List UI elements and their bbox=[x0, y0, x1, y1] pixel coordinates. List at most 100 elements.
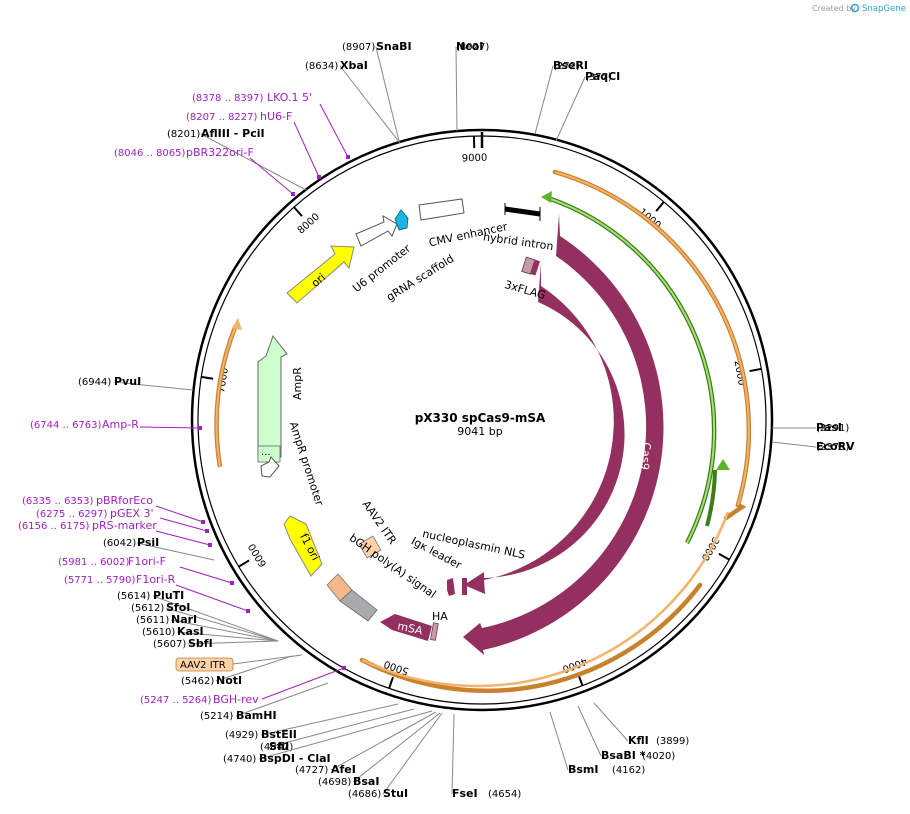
primer-name: hU6-F bbox=[260, 110, 292, 123]
restriction-site[interactable]: BseRI(272) bbox=[534, 59, 588, 135]
restriction-site[interactable]: PsiI(6042) bbox=[103, 536, 215, 561]
restriction-site[interactable]: KflI(3899) bbox=[593, 702, 689, 747]
restriction-site[interactable]: XbaI(8634) bbox=[305, 59, 401, 144]
orf-arc-green-inner[interactable] bbox=[705, 469, 717, 527]
primer-site[interactable]: pBRforEco(6335 .. 6353) bbox=[22, 494, 205, 524]
restriction-site[interactable]: PaqCI(377) bbox=[555, 70, 620, 142]
primer-site[interactable]: BGH-rev(5247 .. 5264) bbox=[140, 666, 346, 706]
flag-feature[interactable] bbox=[521, 256, 536, 275]
primer-site[interactable]: pBR322ori-F(8046 .. 8065) bbox=[114, 146, 295, 196]
cas9-outer-arrow[interactable] bbox=[463, 214, 664, 655]
site-position: (5610) bbox=[142, 627, 175, 638]
restriction-site[interactable]: PvuI(6944) bbox=[78, 375, 194, 391]
primer-position: (5247 .. 5264) bbox=[140, 695, 212, 706]
site-leader-line bbox=[200, 133, 307, 191]
primer-leader-line bbox=[139, 426, 201, 429]
primer-site[interactable]: pRS-marker(6156 .. 6175) bbox=[18, 519, 212, 547]
restriction-site[interactable]: EcoRV(2375) bbox=[771, 440, 855, 453]
restriction-site[interactable]: SfiI(4842) bbox=[260, 708, 415, 753]
primer-site[interactable]: hU6-F(8207 .. 8227) bbox=[186, 110, 321, 179]
restriction-site[interactable]: SbfI(5607) bbox=[153, 637, 279, 650]
site-leader-line bbox=[260, 703, 399, 736]
primer-site[interactable]: Amp-R(6744 .. 6763) bbox=[30, 418, 202, 431]
restriction-site[interactable]: NotI(5462) bbox=[181, 655, 293, 687]
restriction-sites: SnaBI(8907) NcoI(8927) XbaI(8634) BseRI(272… bbox=[78, 40, 855, 800]
restriction-site[interactable]: SfoI(5612) bbox=[131, 601, 279, 642]
primer-leader-line bbox=[261, 667, 345, 700]
primer-marker bbox=[201, 520, 205, 524]
primer-marker bbox=[342, 666, 346, 670]
restriction-site[interactable]: BamHI(5214) bbox=[200, 682, 329, 722]
restriction-site[interactable]: StuI(4686) bbox=[348, 712, 443, 800]
restriction-site[interactable]: AfeI(4727) bbox=[295, 711, 437, 776]
site-name: BstEII bbox=[261, 728, 297, 741]
restriction-site[interactable]: NcoI(8927) bbox=[455, 40, 489, 132]
restriction-site[interactable]: PluTI(5614) bbox=[117, 589, 279, 642]
ampr-promoter-feature[interactable] bbox=[260, 456, 280, 478]
primer-leader-line bbox=[179, 566, 233, 584]
primer-leader-line bbox=[155, 530, 211, 546]
site-leader-line bbox=[593, 702, 629, 742]
restriction-site[interactable]: BsaBI *(4020) bbox=[577, 705, 675, 762]
nls-feature[interactable] bbox=[462, 578, 467, 595]
site-position: (4740) bbox=[223, 754, 256, 765]
site-name: SbfI bbox=[188, 637, 213, 650]
restriction-site[interactable]: BsmI(4162) bbox=[549, 711, 645, 776]
site-name: BsaBI * bbox=[601, 749, 646, 762]
orf-arc-green-inner-head bbox=[716, 459, 730, 470]
restriction-site[interactable]: BspDI - ClaI(4740) bbox=[223, 710, 433, 765]
primer-marker bbox=[246, 609, 250, 613]
restriction-site[interactable]: KasI(5610) bbox=[142, 625, 279, 642]
site-name: PsiI bbox=[137, 536, 159, 549]
restriction-site[interactable]: NarI(5611) bbox=[136, 613, 279, 642]
restriction-site[interactable]: AflIII - PciI(8201) bbox=[167, 127, 307, 191]
primer-name: pRS-marker bbox=[92, 519, 157, 532]
plasmid-length: 9041 bp bbox=[457, 425, 502, 438]
u6-promoter-feature[interactable] bbox=[355, 215, 398, 247]
site-leader-line bbox=[268, 708, 415, 748]
site-position: (6944) bbox=[78, 377, 111, 388]
primer-site[interactable]: pGEX 3'(6275 .. 6297) bbox=[36, 507, 209, 533]
igk-leader-feature[interactable] bbox=[447, 578, 455, 596]
primer-position: (5981 .. 6002) bbox=[58, 557, 130, 568]
site-position: (6042) bbox=[103, 538, 136, 549]
f1-ori-feature[interactable] bbox=[283, 515, 323, 577]
site-name: BspDI - ClaI bbox=[259, 752, 331, 765]
aav2-itr-box-label: AAV2 ITR bbox=[180, 660, 226, 671]
primer-name: pGEX 3' bbox=[110, 507, 154, 520]
site-position: (2375) bbox=[816, 442, 849, 453]
site-position: (8907) bbox=[342, 42, 375, 53]
restriction-site[interactable]: FseI(4654) bbox=[451, 713, 521, 800]
primer-site[interactable]: F1ori-R(5771 .. 5790) bbox=[64, 573, 250, 613]
primer-name: F1ori-R bbox=[136, 573, 176, 586]
bgh-polya-feature[interactable] bbox=[339, 589, 378, 622]
restriction-site[interactable]: PasI(2291) bbox=[772, 421, 849, 434]
tick-mark bbox=[238, 559, 250, 568]
backbone-outer-ring bbox=[190, 128, 774, 712]
site-name: SnaBI bbox=[376, 40, 412, 53]
site-leader-line bbox=[339, 65, 401, 144]
msa-feature[interactable] bbox=[380, 614, 432, 641]
site-name: PasI bbox=[816, 421, 842, 434]
aav2-itr-box[interactable] bbox=[175, 657, 234, 672]
site-name: NarI bbox=[171, 613, 197, 626]
restriction-site[interactable]: SnaBI(8907) bbox=[342, 40, 412, 142]
aav2-itr-feature[interactable] bbox=[358, 535, 382, 559]
site-name: PluTI bbox=[153, 589, 184, 602]
ha-feature[interactable] bbox=[430, 622, 439, 641]
ampr-feature[interactable] bbox=[257, 334, 288, 458]
primer-site[interactable]: F1ori-F(5981 .. 6002) bbox=[58, 555, 234, 585]
primer-site[interactable]: LKO.1 5'(8378 .. 8397) bbox=[192, 91, 350, 159]
restriction-site[interactable]: BsaI(4698) bbox=[318, 712, 441, 788]
cmv-enhancer-feature[interactable] bbox=[418, 198, 465, 221]
hybrid-intron-bar[interactable] bbox=[504, 206, 541, 217]
restriction-site[interactable]: BstEII(4929) bbox=[225, 703, 399, 741]
orf-arc-orange-left[interactable] bbox=[214, 324, 239, 468]
site-leader-line bbox=[258, 710, 433, 760]
ori-feature[interactable] bbox=[286, 245, 355, 304]
tick-label: 9000 bbox=[462, 153, 488, 165]
site-name: PaqCI bbox=[585, 70, 620, 83]
grna-scaffold-feature[interactable] bbox=[394, 209, 409, 231]
orf-arc-orange-left-head bbox=[232, 318, 242, 330]
site-position: (4929) bbox=[225, 730, 258, 741]
